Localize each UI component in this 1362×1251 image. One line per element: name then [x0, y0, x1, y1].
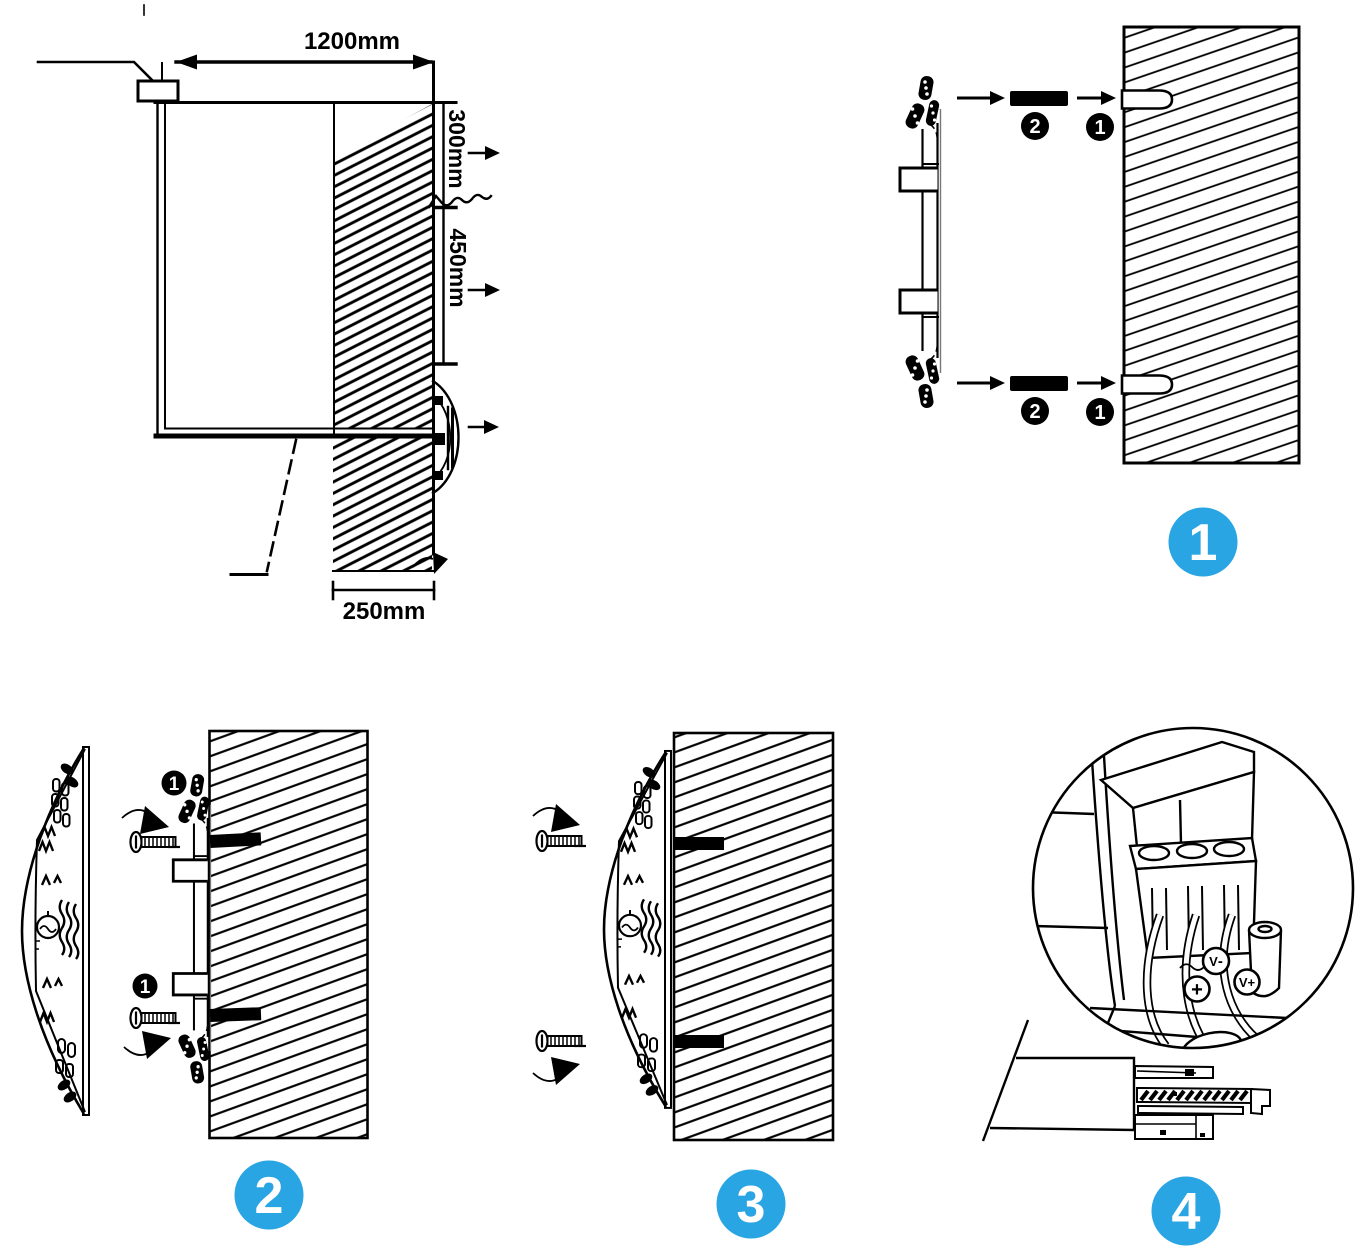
svg-text:V-: V-	[1209, 953, 1223, 970]
svg-text:2: 2	[1029, 116, 1040, 138]
svg-text:1200mm: 1200mm	[304, 28, 400, 55]
svg-text:250mm: 250mm	[343, 598, 426, 625]
svg-text:2: 2	[1029, 401, 1040, 423]
svg-text:1: 1	[1094, 402, 1105, 424]
svg-text:+: +	[1191, 979, 1203, 1001]
svg-text:1: 1	[1094, 117, 1105, 139]
svg-text:300mm: 300mm	[444, 109, 470, 188]
svg-text:3: 3	[737, 1176, 766, 1234]
svg-text:1: 1	[1189, 514, 1218, 572]
svg-text:2: 2	[255, 1167, 284, 1225]
svg-text:1: 1	[169, 774, 180, 795]
svg-text:1: 1	[140, 977, 151, 998]
svg-text:4: 4	[1172, 1183, 1201, 1241]
svg-text:V+: V+	[1239, 975, 1256, 990]
svg-text:450mm: 450mm	[445, 228, 471, 307]
